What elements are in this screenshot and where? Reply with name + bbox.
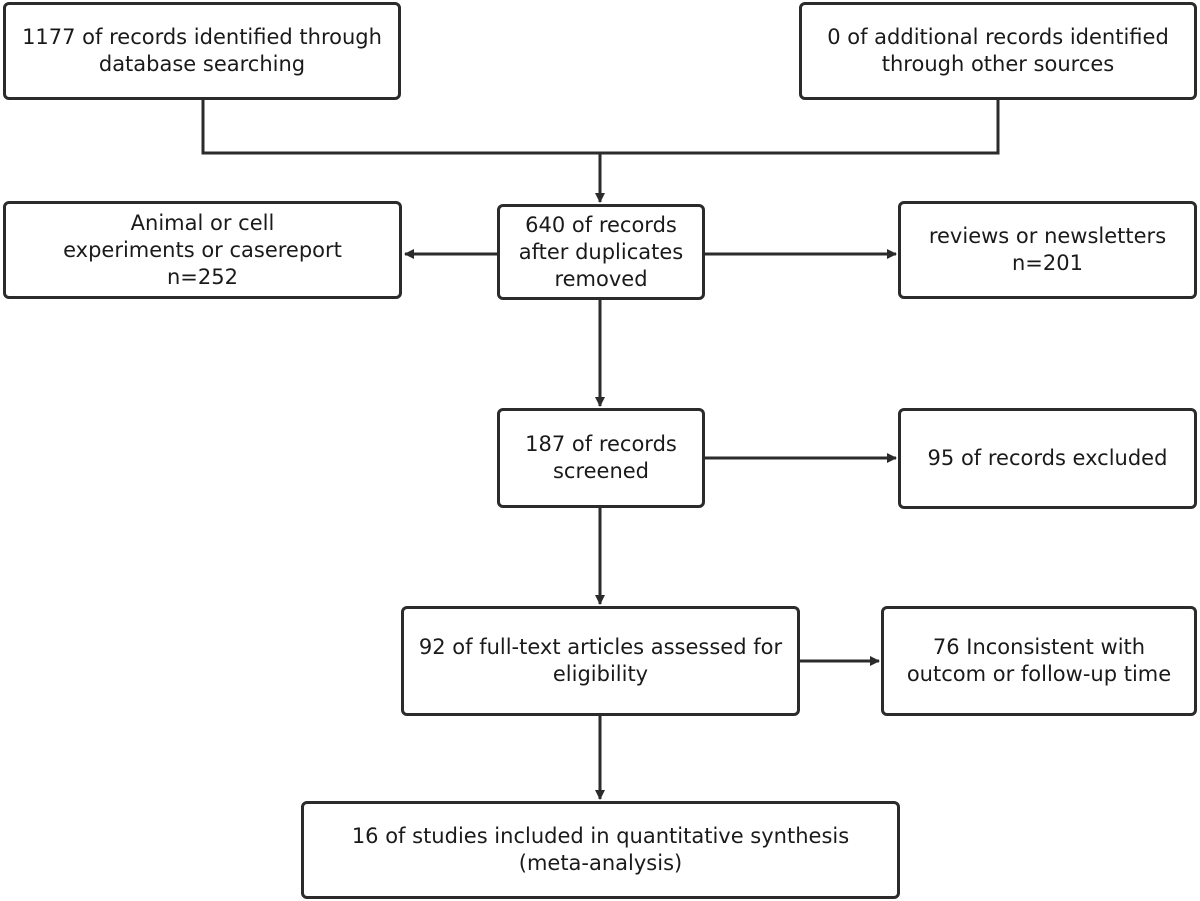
box-line: (meta-analysis)	[518, 851, 683, 875]
box-line: eligibility	[552, 662, 649, 686]
box-line: screened	[552, 459, 650, 483]
box-line: n=252	[167, 264, 238, 289]
box-line: after duplicates	[518, 239, 684, 264]
box-studies-included: 16 of studies included in quantitative s…	[301, 801, 900, 899]
box-line: outcom or follow-up time	[906, 662, 1172, 686]
box-line: 92 of full-text articles assessed for	[418, 635, 783, 659]
box-full-text-assessed: 92 of full-text articles assessed for el…	[401, 606, 800, 716]
box-line: 1177 of records identified through	[22, 25, 382, 49]
box-records-excluded: 95 of records excluded	[898, 408, 1197, 509]
box-reviews-newsletters: reviews or newsletters n=201	[898, 201, 1197, 299]
box-line: 16 of studies included in quantitative s…	[351, 824, 850, 848]
box-inconsistent-outcome: 76 Inconsistent with outcom or follow-up…	[881, 606, 1197, 716]
box-line: 76 Inconsistent with	[932, 635, 1146, 659]
box-line: n=201	[1011, 251, 1083, 275]
box-line: removed	[554, 266, 648, 291]
box-animal-cell-experiments: Animal or cell experiments or casereport…	[3, 201, 402, 299]
box-line: 187 of records	[525, 432, 677, 456]
box-line: 640 of records	[525, 212, 677, 237]
box-database-search: 1177 of records identified through datab…	[3, 2, 401, 100]
box-line: reviews or newsletters	[928, 224, 1167, 248]
box-line: through other sources	[881, 52, 1115, 76]
box-records-screened: 187 of records screened	[497, 408, 705, 508]
connector-other-sources-to-merge	[600, 100, 1000, 155]
connector-database-to-merge	[201, 100, 600, 155]
box-line: experiments or casereport	[63, 237, 342, 262]
box-line: database searching	[98, 52, 306, 76]
box-line: 0 of additional records identified	[827, 25, 1169, 49]
box-line: Animal or cell	[130, 210, 275, 235]
box-other-sources: 0 of additional records identified throu…	[799, 2, 1197, 100]
box-after-duplicates: 640 of records after duplicates removed	[497, 204, 705, 300]
box-line: 95 of records excluded	[927, 446, 1168, 470]
